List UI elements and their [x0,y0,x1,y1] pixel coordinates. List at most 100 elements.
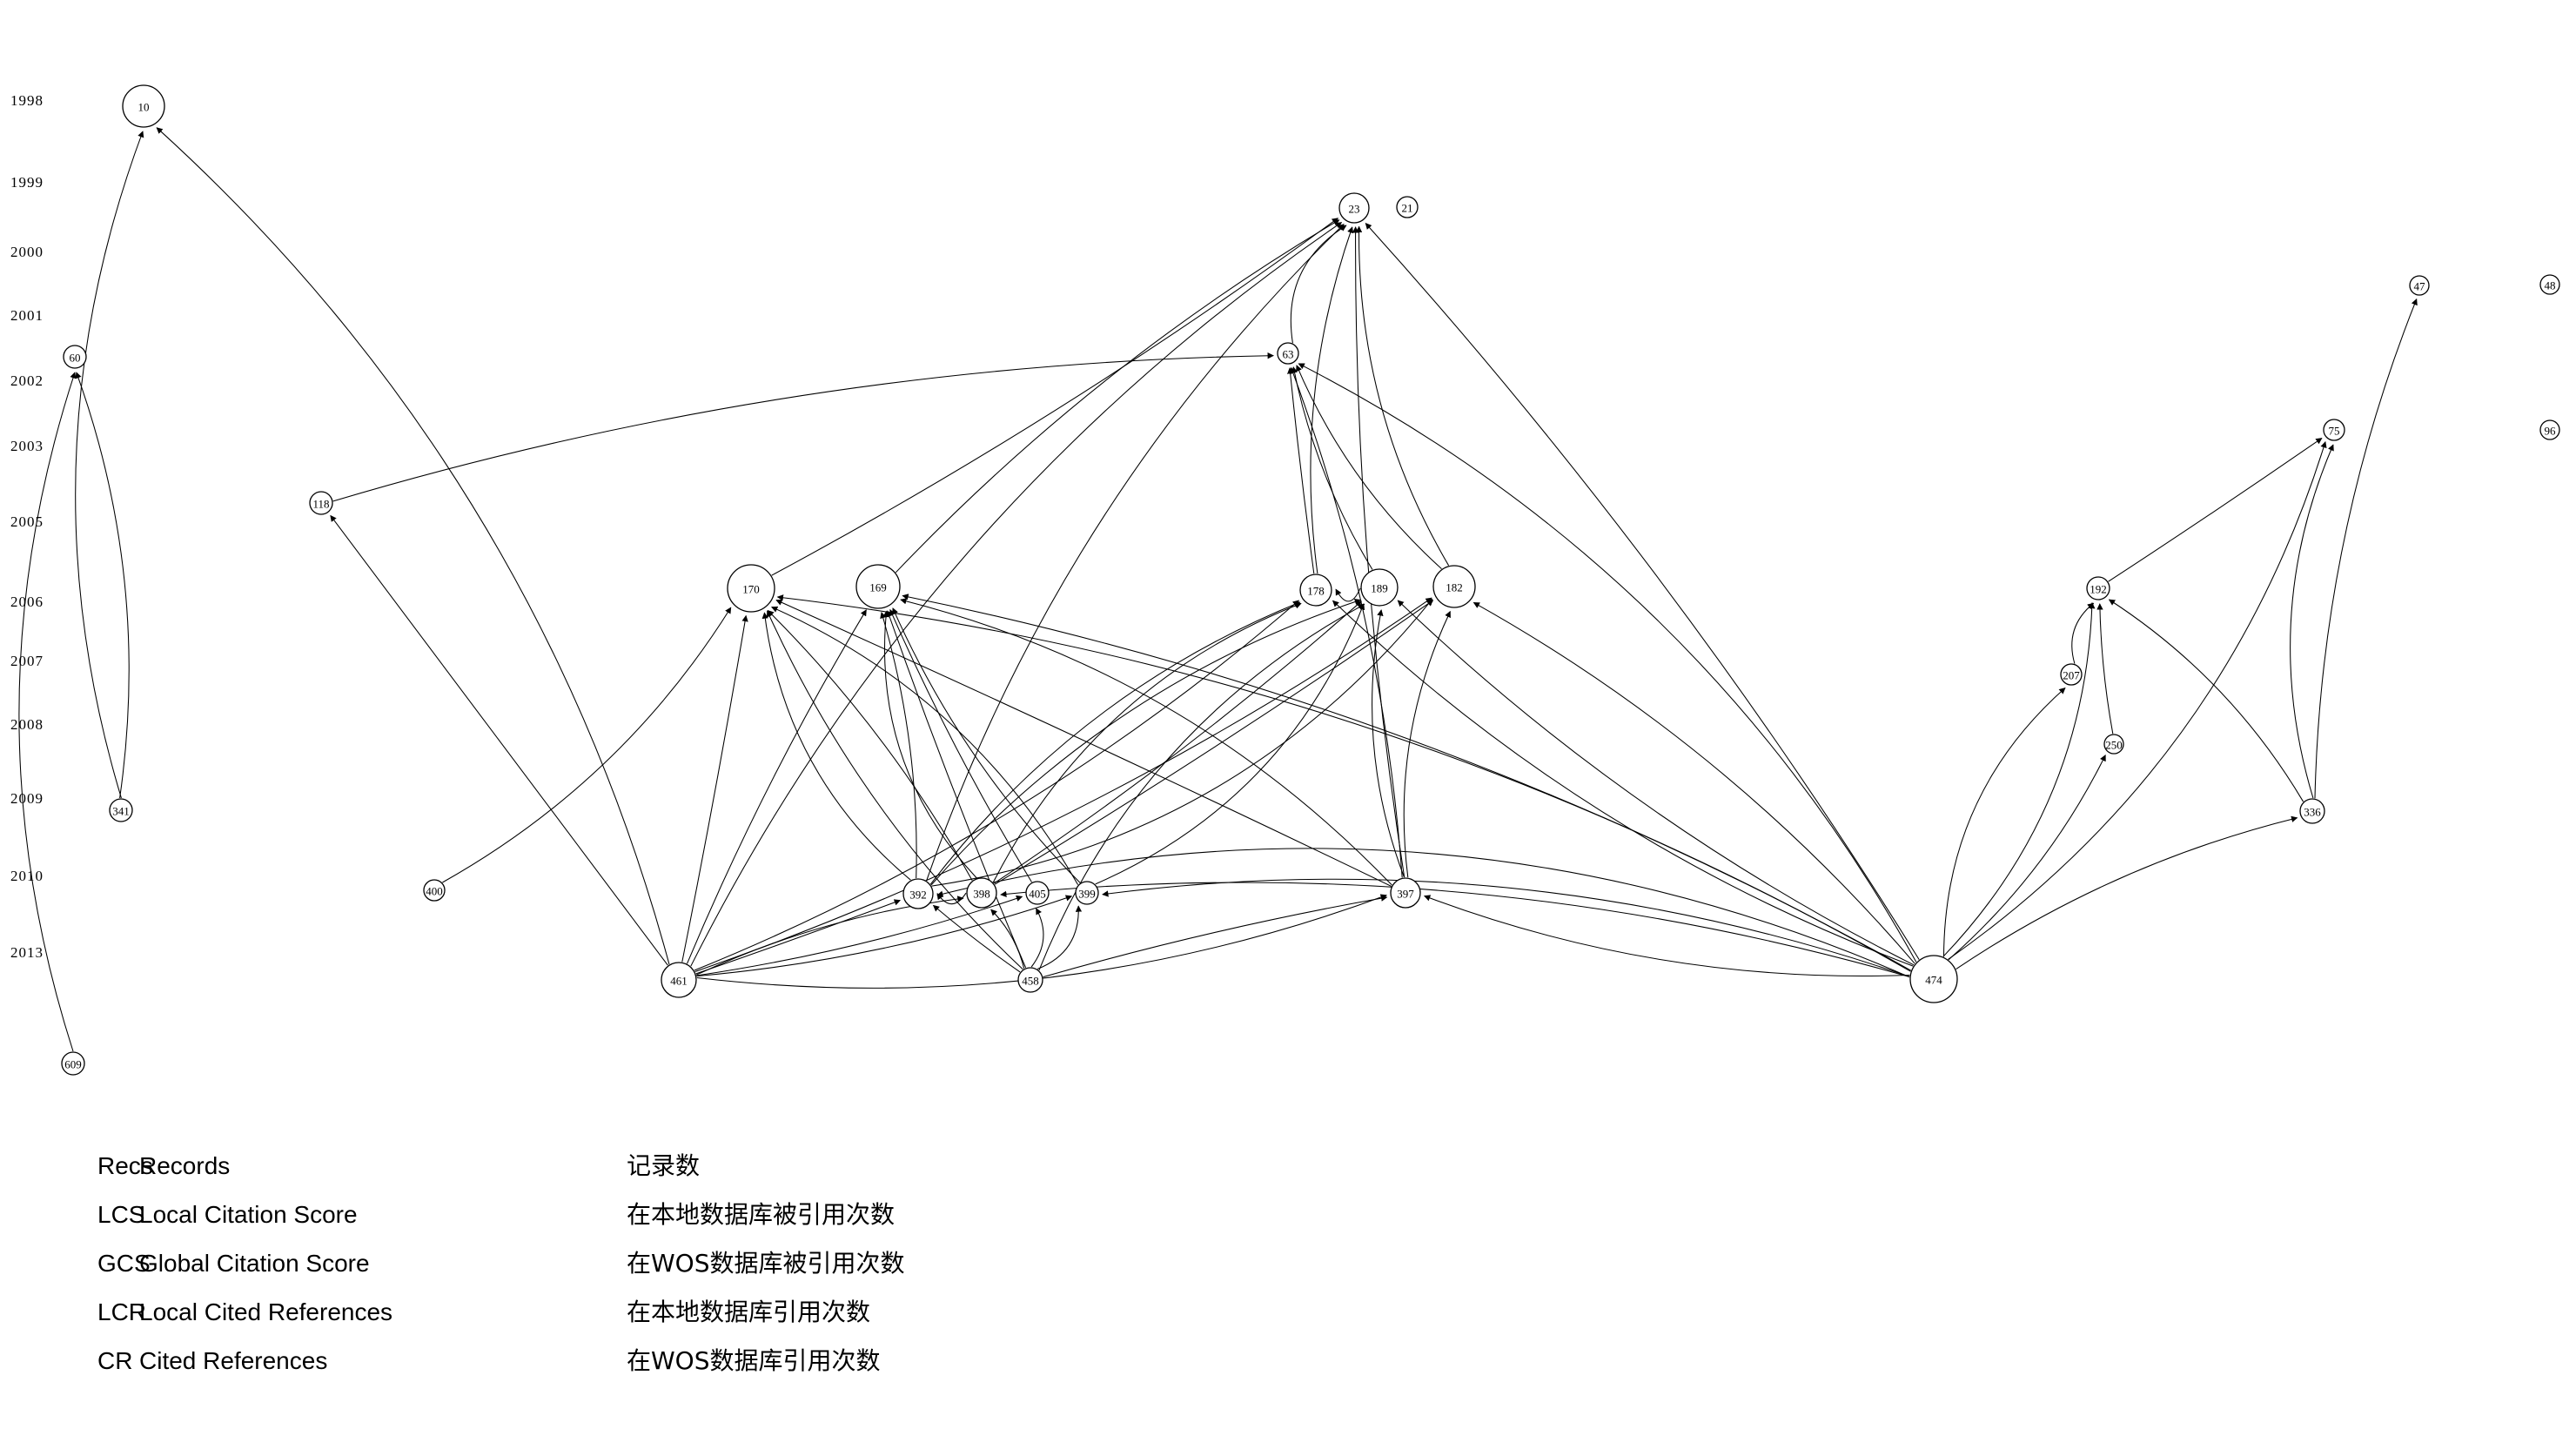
graph-node[interactable]: 192 [2086,576,2110,600]
graph-node[interactable]: 400 [423,879,446,902]
graph-node[interactable]: 96 [2539,419,2560,440]
citation-edge [332,352,1274,502]
graph-node[interactable]: 189 [1360,568,1399,607]
citation-edge [932,904,1021,973]
graph-node[interactable]: 398 [966,877,997,909]
graph-canvas[interactable]: 10 23 21 48 47 60 63 96 75 118 170 169 178 189 182 192 2… [0,0,2576,1123]
node-circle[interactable] [109,798,133,822]
node-label: 474 [1925,974,1942,987]
node-circle[interactable] [1017,967,1043,993]
node-circle[interactable] [966,877,997,909]
node-circle[interactable] [1025,881,1050,905]
node-circle[interactable] [423,879,446,902]
node-circle[interactable] [1360,568,1399,607]
graph-node[interactable]: 461 [661,962,697,998]
node-label: 60 [70,352,81,365]
legend-english: Global Citation Score [139,1250,370,1277]
legend-abbr: GCS [97,1250,151,1277]
graph-node[interactable]: 474 [1909,955,1958,1003]
node-circle[interactable] [309,491,333,515]
node-circle[interactable] [2299,798,2325,824]
node-circle[interactable] [2539,419,2560,440]
legend-chinese: 在WOS数据库引用次数 [627,1346,881,1375]
citation-edge [775,599,1392,887]
graph-node[interactable]: 10 [122,84,165,128]
node-label: 118 [312,498,329,511]
node-circle[interactable] [122,84,165,128]
node-circle[interactable] [2409,275,2430,296]
graph-node[interactable]: 170 [727,564,775,613]
graph-node[interactable]: 392 [902,878,934,909]
graph-node[interactable]: 63 [1277,342,1299,365]
graph-node[interactable]: 169 [855,564,901,609]
citation-edge [1355,225,1450,567]
graph-node[interactable]: 405 [1025,881,1050,905]
citation-edge [1332,600,1914,967]
node-circle[interactable] [661,962,697,998]
node-label: 63 [1283,348,1294,361]
node-circle[interactable] [1396,196,1419,218]
graph-node[interactable]: 60 [63,345,87,369]
node-circle[interactable] [1432,565,1476,608]
node-label: 75 [2329,425,2340,438]
node-circle[interactable] [855,564,901,609]
graph-node[interactable]: 182 [1432,565,1476,608]
graph-node[interactable]: 399 [1075,881,1099,905]
graph-node[interactable]: 250 [2103,734,2124,755]
citation-edge [1095,603,1365,885]
citation-edge [75,131,144,799]
legend-abbr: LCS [97,1201,145,1228]
citation-network-graph[interactable]: 10 23 21 48 47 60 63 96 75 118 170 169 178 189 182 192 2… [0,0,2576,1123]
year-axis-label: 2013 [10,944,44,961]
graph-node[interactable]: 341 [109,798,133,822]
node-circle[interactable] [902,878,934,909]
graph-node[interactable]: 21 [1396,196,1419,218]
legend-row: GCS Global Citation Score 在WOS数据库被引用次数 [0,1244,2576,1293]
node-circle[interactable] [727,564,775,613]
node-circle[interactable] [2103,734,2124,755]
node-label: 96 [2545,425,2557,438]
graph-node[interactable]: 336 [2299,798,2325,824]
citation-edge [900,598,1392,886]
graph-node[interactable]: 23 [1338,192,1370,224]
citation-edge [936,848,1910,978]
node-circle[interactable] [1390,877,1421,909]
node-circle[interactable] [61,1051,85,1076]
citation-edge [2108,599,2304,802]
graph-node[interactable]: 609 [61,1051,85,1076]
node-circle[interactable] [1277,342,1299,365]
nodes-layer[interactable]: 10 23 21 48 47 60 63 96 75 118 170 169 178 189 182 192 2… [61,84,2560,1076]
citation-edge [1287,367,1315,574]
node-circle[interactable] [2086,576,2110,600]
year-axis-label: 2008 [10,716,44,733]
graph-node[interactable]: 458 [1017,967,1043,993]
node-circle[interactable] [63,345,87,369]
legend-english: Records [139,1152,231,1179]
citation-edge [681,614,748,963]
graph-node[interactable]: 47 [2409,275,2430,296]
node-circle[interactable] [2323,419,2345,441]
legend-table: Recs Records 记录数 LCS Local Citation Scor… [0,1147,2576,1391]
node-label: 398 [973,888,990,901]
node-circle[interactable] [1299,574,1332,607]
node-circle[interactable] [2539,274,2560,295]
legend-row: LCS Local Citation Score 在本地数据库被引用次数 [0,1196,2576,1244]
legend-row: CR Cited References 在WOS数据库引用次数 [0,1342,2576,1391]
citation-edge [1942,601,2096,957]
graph-node[interactable]: 118 [309,491,333,515]
legend-abbr: LCR [97,1298,147,1325]
node-circle[interactable] [1075,881,1099,905]
citation-edge [776,594,1911,972]
graph-node[interactable]: 75 [2323,419,2345,441]
graph-node[interactable]: 207 [2060,663,2083,686]
node-circle[interactable] [1338,192,1370,224]
node-label: 609 [64,1058,82,1071]
citation-edge [2071,602,2095,664]
graph-node[interactable]: 178 [1299,574,1332,607]
graph-node[interactable]: 397 [1390,877,1421,909]
graph-node[interactable]: 48 [2539,274,2560,295]
node-label: 48 [2545,279,2556,292]
node-circle[interactable] [1909,955,1958,1003]
node-label: 169 [869,581,887,594]
node-circle[interactable] [2060,663,2083,686]
